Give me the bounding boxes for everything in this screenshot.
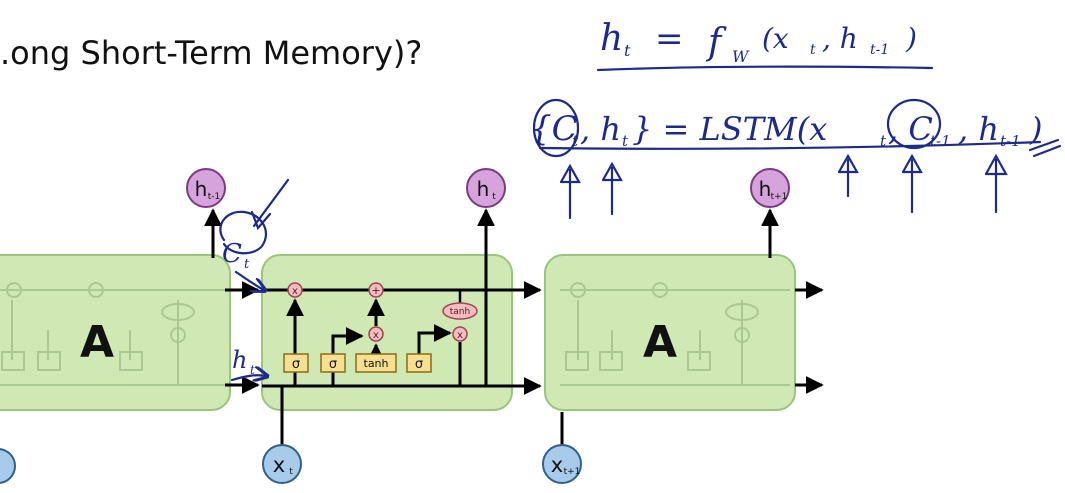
gate-output: σ: [415, 357, 423, 372]
x-next-sub: t+1: [564, 467, 581, 477]
cell-middle: σ σ tanh σ x + x tanh x: [261, 208, 542, 420]
cell-right-label: A: [643, 317, 677, 368]
eq1-eq: =: [655, 19, 684, 59]
cell-left: A: [0, 208, 260, 411]
equation-lstm: {C t , h t } = LSTM(x t , C t-1 , h t-1 …: [530, 109, 1042, 150]
gate-forget: σ: [292, 357, 300, 372]
h-current-sub: t: [492, 192, 496, 202]
circle-note-c: [219, 210, 268, 255]
double-tick: [1028, 138, 1062, 158]
eq2-sub2: t: [622, 132, 629, 150]
op-tanh: tanh: [450, 307, 470, 317]
eq1-args-sub2: t-1: [870, 42, 889, 58]
eq1-args-mid: , h: [822, 22, 858, 55]
ink-strokes: [219, 65, 1062, 380]
circle-ct: [532, 98, 580, 158]
x-node-current: x t: [262, 444, 302, 484]
h-current-main: h: [477, 177, 490, 201]
note-h-main: h: [232, 346, 247, 374]
eq1-f: f: [705, 22, 727, 63]
op-output-multiply: x: [457, 330, 463, 341]
x-current-sub: t: [289, 467, 293, 477]
h-node-next: h t+1: [750, 168, 790, 208]
underline-eq2: [538, 140, 1042, 150]
eq2-sub5: t-1: [1000, 132, 1021, 150]
cell-state-note: C t: [222, 239, 250, 272]
eq2-end: ): [1029, 110, 1042, 148]
slide-title: .ong Short-Term Memory)?: [0, 34, 423, 72]
handwriting: h t = f W (x t , h t-1 ) {C t , h t } = …: [222, 18, 1042, 377]
cell-right: A: [544, 208, 824, 445]
circle-ct-1: [886, 98, 942, 150]
eq2-close: } = LSTM(x: [632, 110, 827, 148]
arrow-to-c: [252, 178, 290, 228]
gate-input: σ: [329, 357, 337, 372]
x-next-main: x: [551, 453, 563, 477]
eq1-lhs: h: [600, 18, 623, 59]
op-forget-multiply: x: [292, 286, 298, 297]
hidden-state-note: h t: [232, 346, 255, 377]
h-next-sub: t+1: [771, 192, 788, 202]
uparrow-1: [559, 163, 581, 220]
h-node-current: h t: [466, 168, 506, 208]
h-prev-main: h: [195, 177, 208, 201]
op-input-multiply: x: [373, 330, 379, 341]
underline-eq1: [596, 65, 934, 72]
cell-left-label: A: [80, 317, 114, 368]
note-c-sub: t: [244, 257, 250, 272]
h-next-main: h: [759, 177, 772, 201]
h-node-prev: h t-1: [186, 168, 226, 208]
uparrow-5: [984, 153, 1008, 214]
uparrow-4: [901, 153, 923, 214]
eq2-sub3: t: [880, 132, 887, 150]
eq1-args-sub1: t: [810, 42, 816, 58]
eq1-args: (x: [762, 22, 789, 55]
uparrow-2: [601, 161, 623, 216]
x-current-main: x: [273, 453, 285, 477]
cell-right-box: [544, 254, 796, 411]
eq2-mid2: , C: [888, 110, 933, 148]
op-add: +: [371, 284, 380, 297]
cell-left-box: [0, 254, 231, 411]
x-node-next: x t+1: [542, 444, 582, 484]
eq2-mid: , h: [580, 110, 621, 148]
x-node-prev: [0, 448, 16, 484]
uparrow-3: [837, 153, 859, 198]
arrowhead-to-c: [250, 210, 272, 231]
eq1-f-sub: W: [732, 47, 750, 66]
eq2-mid3: , h: [958, 110, 999, 148]
equation-rnn: h t = f W (x t , h t-1 ): [600, 18, 917, 66]
eq1-args-close: ): [905, 22, 917, 55]
gate-candidate: tanh: [364, 357, 389, 370]
h-prev-sub: t-1: [208, 192, 221, 202]
eq1-lhs-sub: t: [624, 41, 631, 60]
